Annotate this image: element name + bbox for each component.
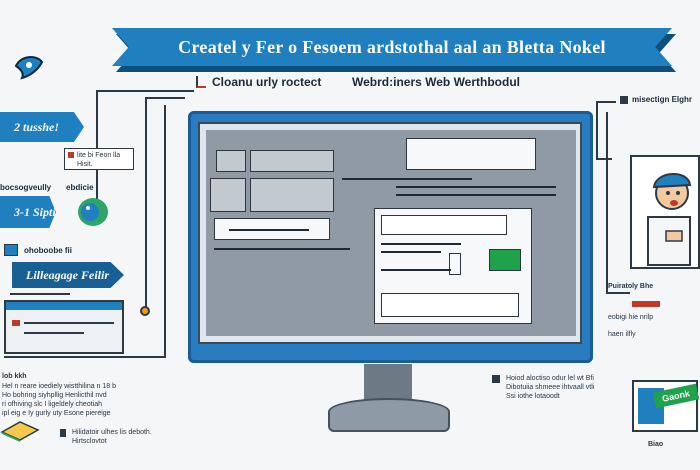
location-pin-icon — [14, 56, 44, 80]
left-card-text: lite bi Feon lla Hisit. — [77, 152, 121, 168]
text-line — [396, 186, 556, 188]
page-title: Createl y Fer o Fesoem ardstothal aal an… — [178, 36, 606, 57]
screen-content — [206, 130, 576, 336]
left-tag-1: 2 tusshe! — [0, 112, 84, 142]
right-character-card — [630, 155, 700, 269]
note-line: Ssi iothe lotaoodt — [506, 393, 560, 400]
left-mini-window — [4, 300, 124, 354]
connector-line — [145, 97, 147, 311]
bottom-left-notes: Hel n reare ioediely wistthilina n 18 b … — [2, 382, 162, 418]
note-line: Hoiod aloctiso odur lel wt Bfi — [506, 375, 594, 382]
top-right-label-group: misectign Elghr — [620, 95, 692, 104]
connector-line — [596, 158, 612, 160]
note-line: Dibotuiia shmeee ihtvaall vtli — [506, 384, 595, 391]
subtitle-left-group: Cloanu urly roctect — [196, 75, 321, 89]
ui-field — [381, 215, 507, 235]
note-line: ri ofhiving slc I ligeldely cheotiah — [2, 401, 102, 408]
junction-dot-icon — [140, 306, 150, 316]
text-line — [381, 269, 451, 271]
ui-panel — [374, 208, 532, 324]
connector-line — [596, 101, 598, 159]
text-line — [342, 178, 472, 180]
left-tag-1-label: 2 tusshe! — [14, 119, 60, 134]
right-bottom-card: Gaonk — [632, 380, 700, 432]
text-line — [24, 322, 114, 324]
note-line: Hilidatoir ulhes lis deboth. — [72, 429, 152, 436]
connector-line — [10, 293, 70, 295]
right-note-line: haen ilfly — [608, 331, 636, 338]
right-note-line: Biao — [648, 441, 664, 448]
connector-line — [145, 97, 185, 99]
ui-small-box — [449, 253, 461, 275]
connector-line — [606, 292, 630, 294]
red-marker-icon — [12, 320, 20, 326]
note-line: ipl eig e Iy gurly uty Esone piereige — [2, 410, 111, 417]
bottom-center-notes: Hilidatoir ulhes lis deboth. Hirtsclovto… — [60, 428, 152, 446]
pelican-illustration-icon — [78, 198, 108, 226]
connector-line — [4, 356, 166, 358]
text-line — [24, 332, 84, 334]
red-marker-icon — [632, 301, 660, 307]
bullet-icon — [60, 429, 66, 437]
bullet-icon — [492, 375, 500, 383]
note-line: Hirtsclovtot — [72, 438, 107, 445]
left-label-1: bocsogveully — [0, 183, 52, 192]
connector-line — [596, 101, 616, 103]
doctor-character-icon — [647, 172, 692, 266]
left-tag-3: Lilleagage Feilir — [12, 262, 124, 288]
ui-block — [250, 150, 334, 172]
left-tag-2: 3-1 Sipti — [0, 196, 56, 228]
monitor-stand — [328, 398, 450, 432]
ui-input-block — [214, 218, 330, 240]
bottom-left-heading: lob kkh — [2, 373, 27, 380]
connector-line — [606, 112, 608, 292]
left-label-3: ohoboobe fii — [24, 246, 72, 255]
right-side-notes: Puiratoly Bhe eobigi hie nrilp haen ilfl… — [608, 282, 700, 339]
connector-line — [164, 105, 166, 357]
right-note-line: eobigi hie nrilp — [608, 314, 654, 321]
text-line — [396, 194, 556, 196]
subtitle-left: Cloanu urly roctect — [212, 75, 322, 89]
ui-field — [381, 293, 519, 317]
text-line — [214, 248, 350, 250]
red-marker-icon — [68, 152, 74, 158]
folder-icon — [4, 244, 18, 256]
ui-block — [210, 178, 246, 212]
text-line — [229, 229, 309, 231]
text-line — [381, 251, 441, 253]
ui-header-block — [406, 138, 536, 170]
left-tag-3-label: Lilleagage Feilir — [26, 267, 109, 282]
mini-window-titlebar — [6, 302, 122, 310]
bracket-icon — [196, 76, 206, 88]
subtitle-right: Webrd:iners Web Werthbodul — [352, 75, 521, 89]
left-small-card: lite bi Feon lla Hisit. — [64, 148, 134, 170]
connector-line — [96, 90, 194, 92]
note-line: Ho bohring siyhpllig Henlicthil nvd — [2, 392, 107, 399]
left-label-2: ebdicie — [66, 183, 94, 192]
title-banner: Createl y Fer o Fesoem ardstothal aal an… — [112, 28, 672, 66]
stack-illustration-icon — [0, 421, 40, 442]
top-right-label: misectign Elghr — [632, 95, 693, 104]
ui-block — [216, 150, 246, 172]
highlight-block — [489, 249, 521, 271]
text-line — [381, 243, 461, 245]
note-line: Hel n reare ioediely wistthilina n 18 b — [2, 383, 117, 390]
left-tag-2-label: 3-1 Sipti — [14, 204, 56, 219]
ui-block — [250, 178, 334, 212]
square-bullet-icon — [620, 95, 628, 104]
right-note-line: Puiratoly Bhe — [608, 283, 654, 290]
bottom-right-notes: Hoiod aloctiso odur lel wt Bfi Dibotuiia… — [492, 374, 594, 401]
